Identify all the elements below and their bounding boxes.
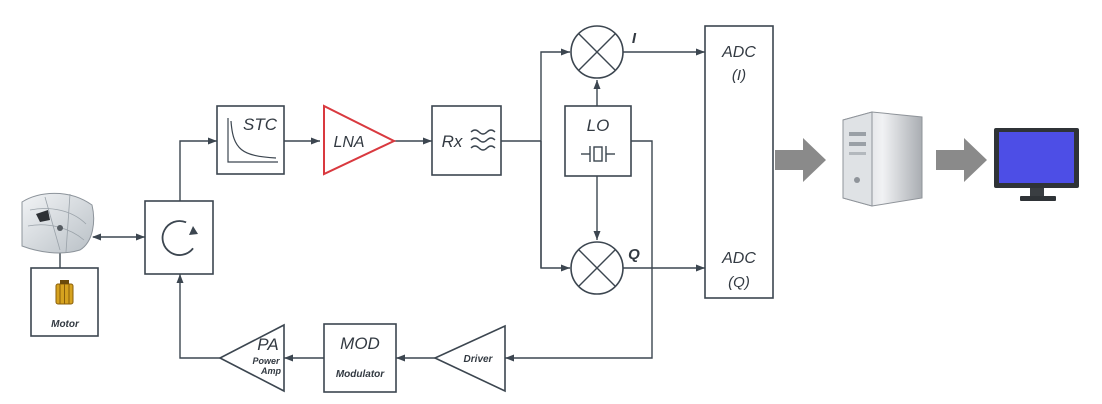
- lo-label: LO: [587, 116, 610, 135]
- pa-sub1: Power: [252, 356, 280, 366]
- circulator-block: [144, 200, 214, 275]
- mixer-i: I: [570, 25, 637, 79]
- radar-dish-icon: [21, 192, 95, 254]
- rx-filter-block: Rx: [431, 105, 502, 176]
- stc-block: STC: [216, 105, 285, 175]
- mod-block: MOD Modulator: [323, 323, 397, 393]
- adc-i-line1: ADC: [721, 44, 756, 61]
- pa-block: PA Power Amp: [218, 323, 285, 393]
- motor-block: Motor: [30, 267, 99, 337]
- rx-label: Rx: [442, 132, 463, 151]
- mixer-i-label: I: [632, 30, 637, 47]
- filter-icon: [470, 129, 496, 151]
- lna-block: LNA: [323, 104, 397, 176]
- crystal-icon: [581, 146, 615, 162]
- adc-q-line1: ADC: [721, 250, 756, 267]
- monitor-icon: [994, 128, 1079, 201]
- motor-icon: [55, 280, 74, 305]
- lo-block: LO: [564, 105, 632, 177]
- driver-label: Driver: [464, 354, 494, 365]
- computer-tower-icon: [842, 111, 923, 207]
- motor-label: Motor: [51, 319, 80, 330]
- big-arrow-to-computer: [775, 138, 826, 182]
- lna-label: LNA: [333, 134, 364, 151]
- mixer-q-label: Q: [628, 246, 640, 263]
- adc-i-line2: (I): [732, 67, 746, 84]
- mod-label: MOD: [340, 334, 380, 353]
- pa-sub2: Amp: [260, 366, 282, 376]
- mixer-q: Q: [570, 241, 640, 295]
- adc-q-line2: (Q): [728, 274, 750, 291]
- circulator-icon: [161, 220, 198, 256]
- pa-label: PA: [257, 335, 278, 354]
- signal-wires: [59, 48, 705, 362]
- stc-label: STC: [243, 115, 278, 134]
- big-arrow-to-monitor: [936, 138, 987, 182]
- modulator-label: Modulator: [336, 369, 385, 380]
- driver-block: Driver: [433, 324, 506, 393]
- stc-curve-icon: [227, 118, 278, 163]
- adc-block: ADC (I) ADC (Q): [704, 25, 774, 299]
